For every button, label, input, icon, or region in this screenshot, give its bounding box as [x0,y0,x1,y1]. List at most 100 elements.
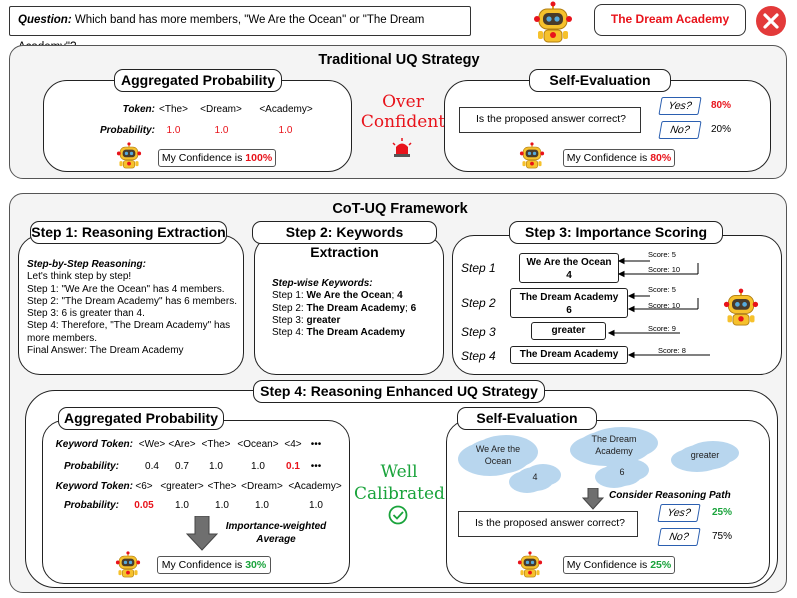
step3-keyword-box: The Dream Academy [510,346,628,364]
robot-icon [116,142,142,170]
step3-score: Score: 10 [648,301,681,310]
siren-icon [392,138,412,157]
step3-arrows [607,257,710,359]
over-word: Over [382,92,424,112]
cloud-text: 6 [619,467,625,477]
kw: 6 [410,302,417,314]
confidence-label: My Confidence is [566,559,651,571]
kt-token: <greater> [160,481,204,492]
kw-prefix: Step 1: [272,290,307,302]
step4-yes: Yes? [657,504,701,522]
calibrated-word: Calibrated [354,484,445,504]
step3-score: Score: 5 [648,285,676,294]
trad-agg-confidence: My Confidence is 100% [158,149,276,167]
step2-line-2: Step 2: The Dream Academy; 6 [272,303,442,315]
step2-line-1: Step 1: We Are the Ocean; 4 [272,290,442,302]
step3-score: Score: 8 [658,346,686,355]
check-circle-icon [388,505,408,525]
trad-question-box: Is the proposed answer correct? [459,107,641,133]
cloud-text: 4 [532,472,538,482]
confidence-label: My Confidence is [161,559,246,571]
step3-row-label: Step 4 [461,349,496,363]
cot-title: CoT-UQ Framework [332,201,468,217]
step2-title: Step 2: Keywords Extraction [252,221,437,260]
step4-yes-value: 25% [712,507,733,518]
pr-value: 1.0 [215,500,229,511]
step4-self-confidence: My Confidence is 25% [563,556,675,574]
kw: The Dream Academy [306,302,406,314]
step3-title: Step 3: Importance Scoring [509,221,723,244]
kw: We Are the Ocean [306,290,392,302]
question-box: Question: Which band has more members, "… [9,6,471,53]
well-calibrated-label: Well Calibrated [354,461,445,505]
step2-heading: Step-wise Keywords: [272,278,373,289]
wrong-icon [756,6,786,36]
trad-token-label: Token: [122,104,155,115]
kt-label: Keyword Token: [55,481,133,492]
kw-prefix: Step 3: [272,314,307,326]
trad-yes: Yes? [658,97,702,115]
step3-row-label: Step 2 [461,296,496,310]
step1-heading: Step-by-Step Reasoning: [27,259,146,270]
trad-self-confidence: My Confidence is 80% [563,149,675,167]
step4-agg-title: Aggregated Probability [58,407,224,430]
step3-keyword: We Are the Ocean [526,257,612,268]
kt-token: <Dream> [241,481,283,492]
weighted-line: Average [256,534,296,545]
kt-token: <6> [135,481,153,492]
trad-token-1: <The> [159,104,188,115]
consider-label: Consider Reasoning Path [609,490,731,501]
step2-line-4: Step 4: The Dream Academy [272,327,442,339]
kw: 4 [397,290,403,302]
cloud-keyword: 6 [602,462,642,486]
robot-icon [519,142,545,170]
trad-prob-1: 1.0 [166,125,181,136]
kw-sep: ; [391,290,398,302]
cloud-keyword: The Dream Academy [577,430,651,464]
kt-token: <4> [284,439,302,450]
kw-prefix: Step 4: [272,327,307,339]
step3-keyword: 6 [566,305,572,316]
pr-value: 0.7 [175,461,189,472]
step1-box [18,235,244,375]
trad-yes-value: 80% [711,100,732,111]
kt-token: <Are> [168,439,196,450]
pr-value: 1.0 [175,500,189,511]
pr-value: 1.0 [309,500,323,511]
trad-no-value: 20% [711,124,732,135]
kw: The Dream Academy [306,327,406,339]
trad-prob-2: 1.0 [214,125,229,136]
kt-token: <The> [201,439,231,450]
cloud-keyword: greater [678,444,732,470]
cloud-keyword: We Are the Ocean [465,438,531,474]
step3-keyword: 4 [566,270,572,281]
step3-row-label: Step 3 [461,325,496,339]
kt-token: <Academy> [288,481,342,492]
step1-line: Step 2: "The Dream Academy" has 6 member… [27,295,237,307]
kt-token: <Ocean> [237,439,279,450]
kt-token: <The> [207,481,237,492]
pr-value: 1.0 [255,500,269,511]
step3-keyword-box: We Are the Ocean 4 [519,253,619,283]
step1-text: Step-by-Step Reasoning: Let's think step… [27,259,242,357]
step4-no: No? [657,528,701,546]
kw-sep: ; [405,302,411,314]
pr-value: 1.0 [251,461,265,472]
step3-score: Score: 5 [648,250,676,259]
step3-score: Score: 10 [648,265,681,274]
step1-line: Let's think step by step! [27,271,132,283]
traditional-title: Traditional UQ Strategy [318,52,480,68]
down-arrow-icon [582,488,604,510]
confidence-value: 80% [650,152,672,164]
pr-label: Probability: [63,461,119,472]
trad-token-3: <Academy> [259,104,313,115]
confidence-label: My Confidence is [566,152,651,164]
pr-value: 0.4 [145,461,159,472]
kt-label: Keyword Token: [55,439,133,450]
robot-icon [517,551,543,579]
step4-title: Step 4: Reasoning Enhanced UQ Strategy [253,380,545,403]
pr-label: Probability: [63,500,119,511]
answer-text: The Dream Academy [610,12,730,26]
step2-box [254,235,444,375]
step4-self-title: Self-Evaluation [457,407,597,430]
